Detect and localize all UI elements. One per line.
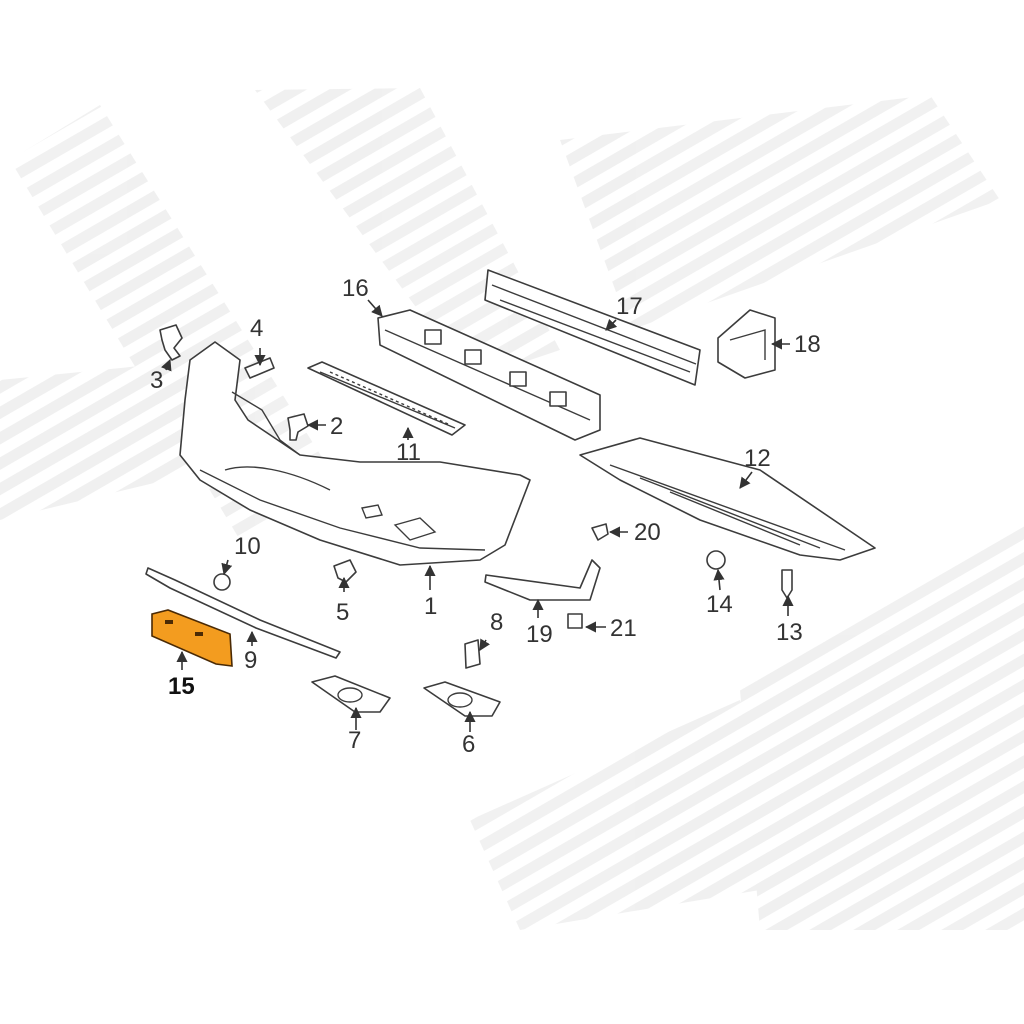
part-6-fog-lamp-cover [423,681,501,717]
part-15-license-plate-bracket [151,609,233,667]
callout-2: 2 [330,413,343,440]
part-16-energy-absorber [377,309,601,441]
part-17-bumper-reinforcement [484,269,701,386]
callout-18: 18 [794,331,821,358]
callout-17: 17 [616,293,643,320]
callout-16: 16 [342,275,369,302]
callout-12: 12 [744,445,771,472]
part-2-clip [287,413,309,441]
part-12-under-cover [579,437,876,561]
part-3-bolt [159,324,183,361]
callout-15: 15 [168,673,195,700]
part-5-cap [333,559,357,583]
callout-8: 8 [490,609,503,636]
callout-9: 9 [244,647,257,674]
part-18-bracket [717,309,776,379]
part-1-bumper-fascia [179,341,531,566]
callout-10: 10 [234,533,261,560]
callout-19: 19 [526,621,553,648]
callout-1: 1 [424,593,437,620]
part-8-bracket [464,639,481,669]
part-9-molding [145,567,341,659]
callout-labels: 1 2 3 4 5 6 7 8 9 10 11 12 13 14 15 16 1… [150,275,821,758]
callout-21: 21 [610,615,637,642]
leader-lines [161,299,794,732]
part-13-bolt [781,569,793,599]
callout-6: 6 [462,731,475,758]
part-20-clip [591,523,609,541]
callout-14: 14 [706,591,733,618]
callout-4: 4 [250,315,263,342]
callout-20: 20 [634,519,661,546]
callout-5: 5 [336,599,349,626]
part-14-clip [706,550,726,570]
callout-11: 11 [396,439,421,466]
part-21-clip [567,613,583,629]
part-19-bracket [484,559,601,601]
part-10-clip [213,573,231,591]
part-11-grille [307,361,466,436]
callout-3: 3 [150,367,163,394]
callout-13: 13 [776,619,803,646]
callout-7: 7 [348,727,361,754]
part-7-fog-lamp-cover [311,675,391,713]
